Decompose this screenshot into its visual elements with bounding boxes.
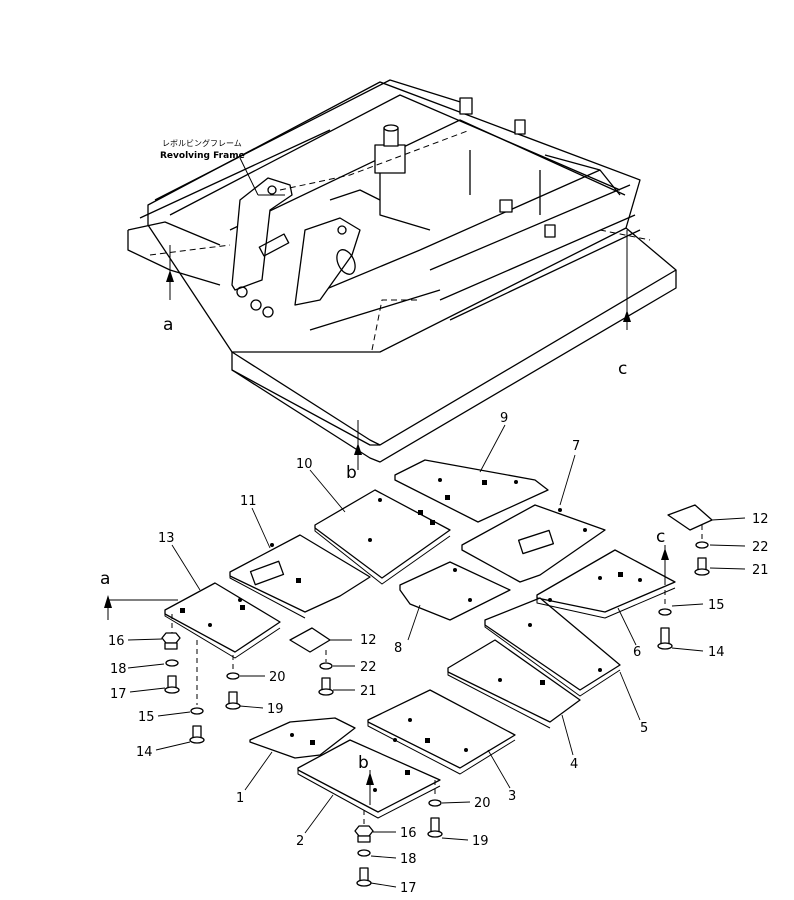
callout-4: 4 (570, 757, 578, 772)
callout-17-bottom: 17 (400, 881, 417, 896)
view-arrow-a-top (166, 245, 174, 300)
cover-11-window (249, 560, 285, 586)
washer-22-right (695, 541, 709, 549)
view-arrow-c-low (661, 545, 669, 585)
bolt-14-right (657, 627, 673, 650)
bolt-21-left (318, 677, 334, 696)
callout-16-left: 16 (108, 634, 125, 649)
washer-15-right (658, 608, 672, 616)
callout-21-right: 21 (752, 563, 769, 578)
view-arrow-b-low (366, 770, 374, 805)
cover-plate-3 (367, 689, 516, 769)
callout-21-left: 21 (360, 684, 377, 699)
revolving-frame (127, 79, 677, 463)
view-letter-a-top: a (163, 315, 173, 335)
bolt-16-bottom (354, 825, 374, 843)
callout-11: 11 (240, 494, 257, 509)
callout-18-left: 18 (110, 662, 127, 677)
callout-8: 8 (394, 641, 402, 656)
bolt-14-left (189, 725, 205, 744)
callout-15-left: 15 (138, 710, 155, 725)
washer-20-left (226, 672, 240, 680)
washer-20-bottom (428, 799, 442, 807)
frame-title-en: Revolving Frame (160, 151, 245, 161)
washer-22-left (319, 662, 333, 670)
callout-13: 13 (158, 531, 175, 546)
view-letter-a-low: a (100, 569, 110, 589)
cover-plate-1 (249, 717, 356, 759)
view-letter-c-low: c (656, 527, 665, 547)
callout-6: 6 (633, 645, 641, 660)
callout-14-right: 14 (708, 645, 725, 660)
cover-plate-13 (164, 582, 281, 653)
cover-7-window (517, 529, 555, 555)
callout-16-bottom: 16 (400, 826, 417, 841)
callout-19-left: 19 (267, 702, 284, 717)
bolt-17-left (164, 675, 180, 694)
view-arrow-c-top (623, 230, 631, 330)
washer-18-left (165, 659, 179, 667)
callout-12-right: 12 (752, 512, 769, 527)
callout-20-bottom: 20 (474, 796, 491, 811)
callout-1: 1 (236, 791, 244, 806)
callout-7: 7 (572, 439, 580, 454)
callout-12-left: 12 (360, 633, 377, 648)
washer-18-bottom (357, 849, 371, 857)
washer-15-left (190, 707, 204, 715)
view-arrow-a-low (104, 595, 178, 620)
frame-title-jp: レボルビングフレーム (162, 138, 242, 148)
view-arrow-b-top (354, 420, 362, 470)
cover-plate-8 (399, 561, 511, 621)
callout-19-bottom: 19 (472, 834, 489, 849)
callout-9: 9 (500, 411, 508, 426)
bolt-19-left (225, 691, 241, 710)
view-letter-c-top: c (618, 359, 627, 379)
callout-22-right: 22 (752, 540, 769, 555)
callout-10: 10 (296, 457, 313, 472)
callout-3: 3 (508, 789, 516, 804)
frame-title: レボルビングフレーム Revolving Frame (160, 138, 245, 161)
bracket-12-left (289, 627, 331, 653)
bolt-16-left (161, 632, 181, 650)
callout-14-left: 14 (136, 745, 153, 760)
bracket-12-right (667, 504, 713, 531)
plate-markings (180, 478, 642, 792)
callout-17-left: 17 (110, 687, 127, 702)
callout-2: 2 (296, 834, 304, 849)
bolt-17-bottom (356, 867, 372, 887)
callout-20-left: 20 (269, 670, 286, 685)
view-letter-b-top: b (346, 463, 357, 483)
view-letter-b-low: b (358, 753, 369, 773)
callout-5: 5 (640, 721, 648, 736)
callout-15-right: 15 (708, 598, 725, 613)
cover-plate-9 (394, 459, 549, 523)
bolt-19-bottom (427, 817, 443, 838)
callout-22-left: 22 (360, 660, 377, 675)
callout-18-bottom: 18 (400, 852, 417, 867)
bolt-21-right (694, 557, 710, 576)
